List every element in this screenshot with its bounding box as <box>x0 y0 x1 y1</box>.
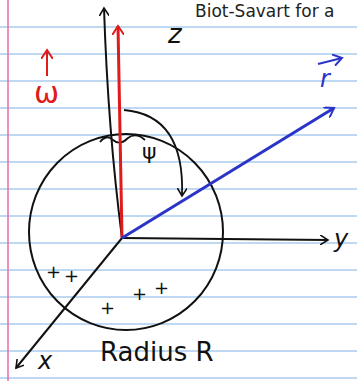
axis-label: z <box>168 20 182 49</box>
axis-label: y <box>334 226 348 252</box>
charge-sign: + <box>46 262 61 282</box>
margin-line <box>7 0 9 381</box>
ruled-lines <box>0 27 357 378</box>
vector-arrow <box>318 58 342 64</box>
y-axis <box>122 238 328 240</box>
vector-label: r <box>320 66 330 92</box>
vector-label: ω <box>34 76 59 109</box>
charge-sign: + <box>154 278 169 298</box>
r-vector <box>122 108 334 238</box>
sphere-outline <box>29 134 223 330</box>
angle-arc <box>124 110 182 196</box>
charge-sign: + <box>100 298 115 318</box>
omega-vector <box>118 26 122 238</box>
heading-text: Biot-Savart for a <box>195 2 335 21</box>
axis-label: x <box>38 348 52 374</box>
charge-sign: + <box>64 266 79 286</box>
vector-arrow <box>46 50 48 76</box>
charge-sign: + <box>132 284 147 304</box>
dimension-label: Radius R <box>100 338 214 367</box>
sphere-cap <box>100 135 145 142</box>
z-axis <box>104 8 122 238</box>
angle-label: ψ <box>142 140 157 164</box>
